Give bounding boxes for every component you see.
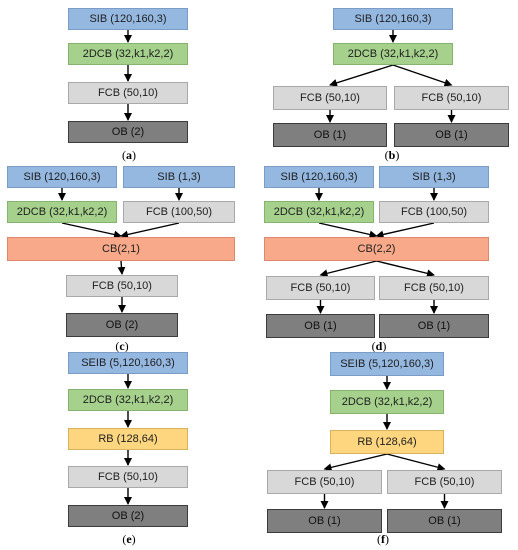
panel-a-ob-block: OB (2) bbox=[68, 121, 188, 143]
panel-f-ob2-block: OB (1) bbox=[387, 509, 502, 533]
panel-a-caption-open: ( bbox=[122, 148, 126, 162]
panel-f-caption: (f) bbox=[377, 532, 389, 547]
panel-c-caption: (c) bbox=[115, 339, 128, 354]
panel-a-dcb-block: 2DCB (32,k1,k2,2) bbox=[68, 43, 188, 65]
panel-f-ob1-block: OB (1) bbox=[267, 509, 382, 533]
panel-d-caption-open: ( bbox=[371, 339, 376, 353]
panel-d-ob1-block: OB (1) bbox=[266, 314, 375, 338]
panel-e-caption-letter: e bbox=[126, 532, 132, 546]
panel-a-caption: (a) bbox=[122, 148, 136, 163]
panel-d-ob2-block: OB (1) bbox=[379, 314, 489, 338]
panel-a-caption-letter: a bbox=[126, 148, 132, 162]
panel-d-arrow-dcb-to-cb bbox=[318, 222, 378, 239]
panel-e-seib-block: SEIB (5,120,160,3) bbox=[68, 352, 188, 374]
panel-a-fcb-block: FCB (50,10) bbox=[68, 82, 188, 104]
panel-d-arrow-fcb1-to-cb bbox=[375, 222, 435, 239]
panel-c-ob-block: OB (2) bbox=[66, 313, 178, 337]
panel-c-arrow-fcb1-to-cb bbox=[120, 222, 180, 239]
panel-d-sib2-block: SIB (1,3) bbox=[379, 166, 489, 188]
panel-c-caption-close: ) bbox=[124, 339, 129, 353]
panel-d-caption-letter: d bbox=[375, 339, 383, 353]
panel-b-caption-letter: b bbox=[388, 148, 396, 162]
panel-b-ob2-block: OB (1) bbox=[394, 123, 509, 147]
panel-f-arrow-rb-to-fcb2 bbox=[386, 453, 446, 472]
panel-e-dcb-block: 2DCB (32,k1,k2,2) bbox=[68, 389, 188, 411]
panel-c-arrow-dcb-to-cb bbox=[61, 222, 122, 239]
panel-d-dcb-block: 2DCB (32,k1,k2,2) bbox=[264, 201, 374, 223]
panel-c-sib2-block: SIB (1,3) bbox=[123, 166, 235, 188]
panel-e-ob-block: OB (2) bbox=[68, 505, 188, 527]
panel-e-fcb-block: FCB (50,10) bbox=[68, 466, 188, 488]
panel-f-fcb2-block: FCB (50,10) bbox=[387, 470, 502, 494]
panel-d-arrow-cb-to-fcb2 bbox=[319, 260, 377, 278]
panel-a-caption-close: ) bbox=[132, 148, 136, 162]
panel-b-ob1-block: OB (1) bbox=[273, 123, 387, 147]
panel-d-cb-block: CB(2,2) bbox=[264, 237, 489, 261]
panel-d-caption-close: ) bbox=[382, 339, 387, 353]
panel-e-caption: (e) bbox=[122, 532, 135, 547]
panel-e-caption-open: ( bbox=[122, 532, 127, 546]
panel-b-caption-open: ( bbox=[384, 148, 389, 162]
panel-f-fcb1-block: FCB (50,10) bbox=[267, 470, 382, 494]
panel-f-dcb-block: 2DCB (32,k1,k2,2) bbox=[330, 390, 444, 414]
panel-f-seib-block: SEIB (5,120,160,3) bbox=[330, 352, 444, 376]
panel-b-arrow-dcb-to-fcb2 bbox=[392, 64, 453, 87]
panel-d-caption: (d) bbox=[372, 339, 387, 354]
panel-b-caption: (b) bbox=[385, 148, 400, 163]
panel-c-caption-letter: c bbox=[119, 339, 125, 353]
panel-f-arrow-rb-to-fcb1 bbox=[323, 453, 388, 472]
panel-c-dcb-block: 2DCB (32,k1,k2,2) bbox=[7, 201, 117, 223]
panel-b-arrow-dcb-to-fcb1 bbox=[329, 64, 394, 87]
panel-e-rb-block: RB (128,64) bbox=[68, 428, 188, 450]
panel-b-fcb1-block: FCB (50,10) bbox=[273, 86, 387, 110]
panel-d-fcb1-block: FCB (100,50) bbox=[379, 201, 489, 223]
panel-d-arrow-cb-to-fcb3 bbox=[376, 260, 435, 278]
panel-e-caption-close: ) bbox=[131, 532, 136, 546]
panel-b-fcb2-block: FCB (50,10) bbox=[394, 86, 509, 110]
panel-b-sib-block: SIB (120,160,3) bbox=[333, 8, 453, 30]
panel-f-caption-open: ( bbox=[377, 532, 381, 546]
panel-d-fcb3-block: FCB (50,10) bbox=[379, 276, 489, 300]
panel-d-fcb2-block: FCB (50,10) bbox=[266, 276, 375, 300]
panel-a-sib-block: SIB (120,160,3) bbox=[68, 8, 188, 30]
panel-c-caption-open: ( bbox=[115, 339, 120, 353]
panel-b-dcb-block: 2DCB (32,k1,k2,2) bbox=[333, 43, 453, 65]
panel-f-caption-close: ) bbox=[385, 532, 389, 546]
panel-c-fcb2-block: FCB (50,10) bbox=[66, 275, 178, 297]
panel-f-rb-block: RB (128,64) bbox=[330, 430, 444, 454]
panel-c-fcb1-block: FCB (100,50) bbox=[123, 201, 235, 223]
panel-c-arrow-cb-to-fcb2 bbox=[117, 260, 126, 275]
panel-c-cb-block: CB(2,1) bbox=[7, 237, 235, 261]
panel-f-caption-letter: f bbox=[381, 532, 385, 546]
panel-d-sib1-block: SIB (120,160,3) bbox=[264, 166, 374, 188]
panel-b-caption-close: ) bbox=[395, 148, 400, 162]
panel-c-sib1-block: SIB (120,160,3) bbox=[7, 166, 117, 188]
